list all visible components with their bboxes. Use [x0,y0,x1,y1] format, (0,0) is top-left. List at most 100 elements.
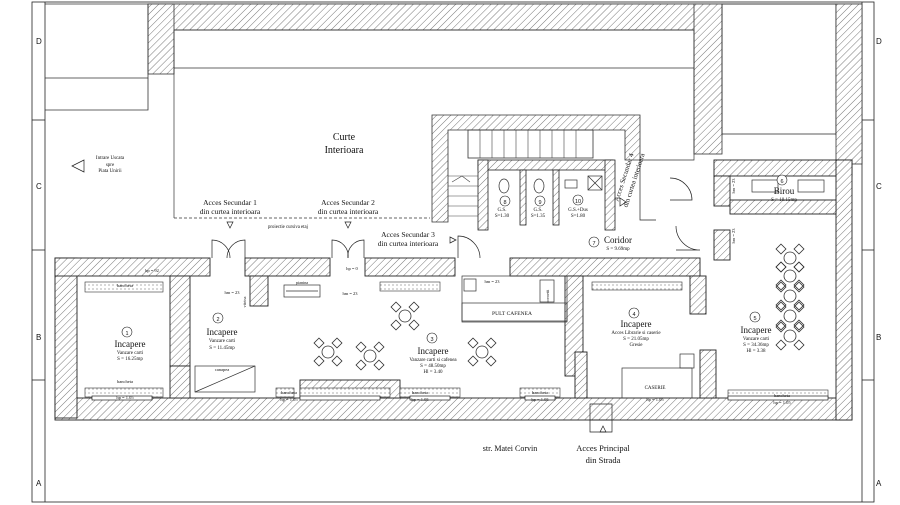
room-name: Incapere [418,346,449,356]
chair [793,279,805,291]
bench-label: bancheta [117,379,133,384]
wc-name: G.S. [534,208,543,213]
cafe-table-set [355,341,385,371]
arrow-down-icon [344,221,352,229]
grid-label: A [876,479,882,488]
parapet-height: hm = 23 [224,290,240,295]
chair [313,337,325,349]
room-number: 4 [632,312,635,318]
table [783,309,797,323]
chair [467,337,479,349]
parapet-height: hm = 23 [484,279,500,284]
room-name: Incapere [621,319,652,329]
cafe-table-set [313,337,343,367]
chair [408,319,420,331]
chair [373,359,385,371]
sill-height: hp = 1.05 [646,397,664,402]
room-number: 6 [780,179,783,185]
room-height: Hl = 3.38 [746,349,766,354]
chair [793,319,805,331]
room-use: Vanzare carti [117,351,144,356]
chair [775,321,787,333]
room-area: S = 11.45mp [209,346,235,351]
chair [793,299,805,311]
room-use: Vanzare carti si cafenea [409,358,457,363]
office-name: Birou [774,186,795,196]
office-desks [751,179,825,193]
exterior-walls [54,159,853,421]
chair [775,243,787,255]
exit-note-line: Piata Unirii [98,169,122,174]
chair [390,301,402,313]
stair-block [431,114,641,223]
arrow-right-icon [619,197,627,207]
bench-label: bancheta [412,390,428,395]
chair [485,355,497,367]
wc-name: G.S. [498,208,507,213]
table [321,345,335,359]
access-label: Acces Secundar 2 [321,198,375,207]
parapet-height: hm = 23 [342,291,358,296]
neighbour-buildings [147,3,863,165]
street-name: str. Matei Corvin [483,444,537,453]
chair [793,321,805,333]
exit-note-line: Intrare Uscata [96,156,125,161]
room-use: Acces Librarie si caserie [611,331,661,336]
table [363,349,377,363]
room-number: 9 [538,200,541,206]
main-access-label: Acces Principal [576,443,630,453]
table [783,269,797,283]
chair [331,355,343,367]
chair [775,279,787,291]
office-area: S = 10.15mp [771,198,797,203]
room-area: S = 16.25mp [117,357,143,362]
counter-side-label: cornetii [545,289,550,303]
arrow-up-icon [599,425,607,433]
chair [793,339,805,351]
sill-height: hp = 0 [346,266,358,271]
chair [793,261,805,273]
arrow-down-icon [226,221,234,229]
parapet-height: hm = 23 [731,228,736,244]
chair [313,355,325,367]
corridor-name: Coridor [604,235,632,245]
arrow-right-icon [449,236,457,244]
arrow-left-icon [71,159,85,173]
left-building-outline [45,3,149,111]
access-label: din curtea interioara [318,207,379,216]
chair [793,281,805,293]
access-label: Acces Secundar 1 [203,198,257,207]
sofa-label: canapea [215,367,230,372]
wc-area: S=1.35 [531,214,546,219]
chair [775,261,787,273]
showcase-label: vitrina [242,296,247,307]
room-name: Incapere [207,327,238,337]
courtyard-title: Curte [333,132,356,143]
windows [91,395,829,401]
sill-height: hp = 1.05 [116,395,134,400]
parapet-height: hm = 23 [731,178,736,194]
piano-label: pianina [296,280,308,285]
benches [84,281,829,399]
access-arrows [226,197,627,433]
projection-note: proiectie cursiva etaj [268,225,308,230]
room-number: 7 [592,241,595,247]
chair [793,301,805,313]
table [475,345,489,359]
grid-labels-right: D C B A [876,37,882,488]
room-use: Vanzare carti [743,337,770,342]
sill-height: hp = 1.05 [773,400,791,405]
grid-label: B [876,333,881,342]
room-floor: Gresie [629,343,643,348]
grid-label: A [36,479,42,488]
cashier-desk [621,353,695,399]
access-label: din curtea interioara [378,239,439,248]
room-number: 5 [753,316,756,322]
grid-label: C [876,182,882,191]
access-label: Acces Secundar 3 [381,230,435,239]
chair [373,341,385,353]
piano [283,284,321,298]
corridor-area: S = 9.69mp [606,247,630,252]
